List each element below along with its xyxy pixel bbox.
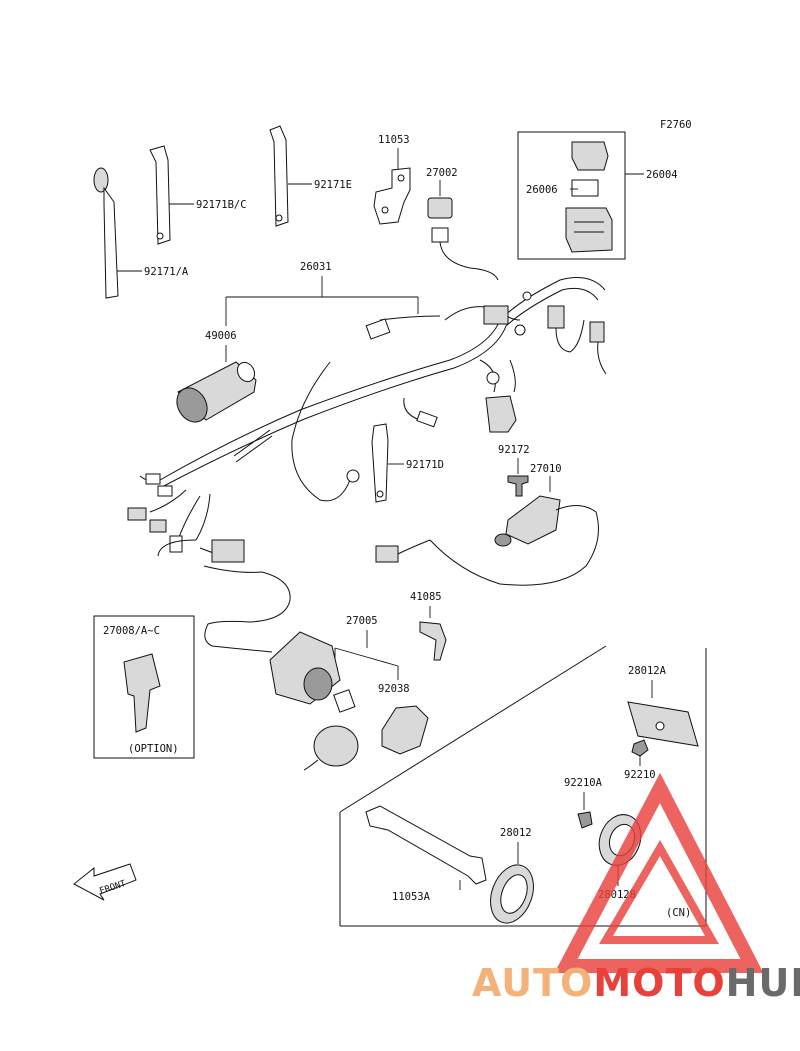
label-27010: 27010: [530, 463, 562, 475]
label-26004: 26004: [646, 169, 678, 181]
nut-92210: [631, 739, 649, 757]
cable-tie-92171e: 92171E: [269, 125, 352, 227]
harness-coupler: [211, 539, 245, 563]
screw-92172: [507, 475, 529, 497]
figure-code: F2760: [660, 119, 692, 131]
connector-right: [485, 395, 517, 433]
clamp-92171d-shape: [371, 423, 389, 503]
switch-27002: 27002: [426, 167, 499, 281]
label-92038: 92038: [378, 683, 410, 695]
watermark-part-1: AUTO: [472, 961, 593, 1005]
watermark-text: AUTOMOTOHUB: [472, 961, 800, 1005]
label-92171bc: 92171B/C: [196, 199, 247, 211]
cable-tie-92171e-shape: [269, 125, 289, 227]
label-28012: 28012: [500, 827, 532, 839]
watermark-part-2: MOTO: [593, 961, 725, 1005]
label-41085: 41085: [410, 591, 442, 603]
option-note: (OPTION): [128, 743, 179, 755]
label-27002: 27002: [426, 167, 458, 179]
label-11053a: 11053A: [392, 891, 431, 903]
cover-92038-shape: [381, 705, 429, 755]
bracket-11053a: [365, 805, 487, 885]
label-26006: 26006: [526, 184, 558, 196]
label-92171e: 92171E: [314, 179, 352, 191]
switch-27010-body: [505, 495, 561, 545]
clip-41085: 41085: [410, 591, 447, 661]
label-92172: 92172: [498, 444, 530, 456]
key-option-frame: [93, 615, 195, 759]
relay-group-26004: 26004 26006: [517, 131, 678, 260]
cable-tie-92171bc: 92171B/C: [149, 145, 247, 245]
boot-49006: 49006: [176, 330, 257, 423]
key-27008: [123, 653, 161, 733]
clamp-92171d: 92171D: [371, 423, 444, 503]
front-arrow-icon: [73, 863, 137, 901]
label-11053: 11053: [378, 134, 410, 146]
front-arrow: FRONT: [73, 863, 137, 901]
label-26031: 26031: [300, 261, 332, 273]
key-option-group: 27008/A~C (OPTION): [93, 615, 195, 759]
wire-harness-26031: [127, 277, 607, 653]
cable-tie-92171a: 92171/A: [93, 167, 189, 299]
watermark-part-3: HUB: [726, 961, 800, 1005]
cn-note: (CN): [666, 907, 691, 919]
label-92171a: 92171/A: [144, 266, 189, 278]
bracket-11053-shape: [373, 167, 411, 225]
relay-cap: [571, 141, 609, 171]
relay-body: [565, 207, 613, 253]
label-92210: 92210: [624, 769, 656, 781]
label-49006: 49006: [205, 330, 237, 342]
label-92210a: 92210A: [564, 777, 603, 789]
ignition-switch-27005: 27005: [269, 615, 399, 771]
relay-fuse: [571, 179, 599, 197]
watermark-triangle-icon: [554, 772, 764, 973]
watermark-logo: AUTOMOTOHUB: [472, 772, 800, 1005]
cn-region: 28012A 92210 92210A 28012B (CN) 28012 11…: [339, 645, 707, 927]
label-27008: 27008/A~C: [103, 625, 160, 637]
bracket-11053: 11053: [373, 134, 411, 225]
label-92171d: 92171D: [406, 459, 444, 471]
ignition-cap: [313, 725, 359, 767]
label-28012a: 28012A: [628, 665, 667, 677]
cable-tie-92171a-shape: [103, 186, 119, 299]
switch-27010-group: 92172 27010: [375, 444, 599, 586]
cover-92038: 92038: [378, 683, 429, 755]
cable-tie-92171bc-shape: [149, 145, 171, 245]
label-27005: 27005: [346, 615, 378, 627]
nut-92210a: [577, 811, 593, 829]
clip-41085-shape: [419, 621, 447, 661]
harness-label-group: 26031: [225, 261, 419, 326]
relay-frame: [517, 131, 626, 260]
switch-27002-body: [427, 197, 453, 219]
